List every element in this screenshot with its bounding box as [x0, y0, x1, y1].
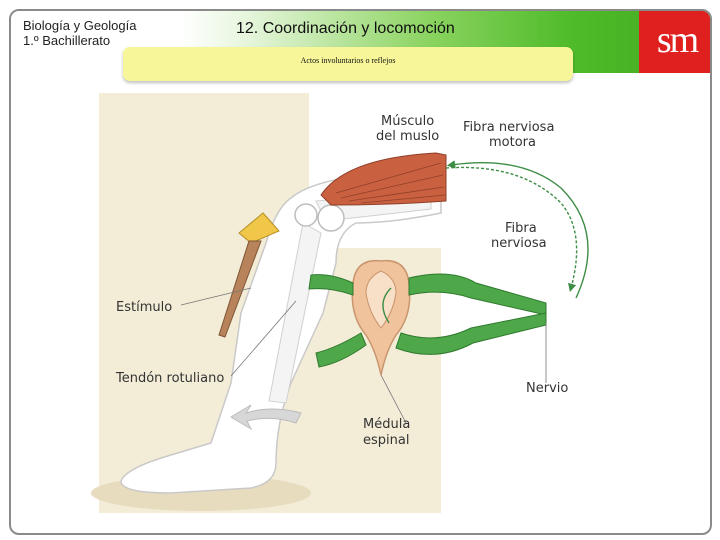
tibia-bone [268, 222, 322, 404]
interneuron-path [382, 287, 392, 324]
label-stimulus: Estímulo [116, 300, 172, 315]
label-muscle-line1: Músculo [381, 114, 434, 129]
thigh-muscle [320, 152, 447, 206]
slide-frame: Biología y Geología 1.º Bachillerato 12.… [9, 9, 712, 535]
kick-motion-arrow [230, 404, 302, 431]
hammer-handle [218, 240, 262, 338]
leader-stimulus [180, 287, 252, 306]
leader-tendon [230, 300, 297, 377]
nerve-root-dorsal [408, 273, 547, 316]
label-motor-fiber-line1: Fibra nerviosa [463, 120, 554, 135]
leader-spinal [380, 374, 407, 424]
course-subject: Biología y Geología [23, 18, 137, 33]
publisher-logo: sm [639, 11, 710, 73]
leg-shape [120, 172, 442, 494]
label-spinal-line2: espinal [363, 433, 409, 448]
label-nerve: Nervio [526, 381, 568, 396]
label-fiber-line2: nerviosa [491, 236, 547, 251]
label-spinal-line1: Médula [363, 417, 410, 432]
label-fiber-line1: Fibra [505, 221, 537, 236]
label-muscle-line2: del muslo [376, 129, 439, 144]
nerve-root-left-ventral [315, 332, 367, 368]
chapter-title: 12. Coordinación y locomoción [236, 20, 455, 37]
spinal-gray-matter [365, 270, 397, 329]
nerve-root-ventral [395, 312, 547, 355]
course-title: Biología y Geología 1.º Bachillerato [23, 18, 136, 48]
patella [294, 203, 318, 227]
sensory-fiber-path [446, 160, 589, 299]
subtitle-banner: Actos involuntarios o reflejos [123, 47, 573, 81]
knee-joint [317, 204, 345, 232]
nerve-root-left-dorsal [308, 274, 354, 296]
course-level: 1.º Bachillerato [23, 33, 111, 48]
reflex-arc-illustration: Músculo del muslo Fibra nerviosa motora … [91, 93, 589, 513]
hammer-head [238, 212, 280, 244]
subtitle-text: Actos involuntarios o reflejos [300, 56, 396, 65]
label-motor-fiber-line2: motora [489, 135, 536, 150]
thigh-muscle-striation [335, 162, 446, 204]
label-tendon: Tendón rotuliano [115, 371, 224, 386]
logo-text: sm [656, 19, 699, 61]
